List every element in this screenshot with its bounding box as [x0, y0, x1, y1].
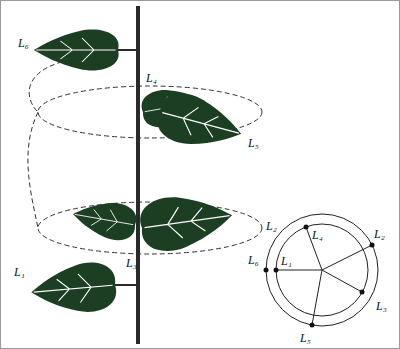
leaf-label: L₁: [14, 266, 25, 278]
leaf-label: L₆: [248, 254, 259, 266]
leaf-label: L₂: [374, 228, 385, 240]
leaf-arrangement-circle: [266, 214, 378, 326]
leaf-label: L₆: [18, 37, 29, 49]
leaf-label: L₂: [266, 220, 277, 232]
leaf-label: L₄: [312, 229, 323, 241]
leaf-label: L₁: [281, 255, 292, 267]
leaf-dot: [264, 225, 375, 328]
leaf-label: L₄: [146, 72, 157, 84]
leaf-label: L₅: [300, 332, 311, 344]
petiole: [115, 50, 138, 285]
spiral-path: [28, 60, 262, 254]
leaf-label: L₃: [126, 257, 137, 269]
leaf-label: L₅: [248, 137, 259, 149]
leaf: [29, 30, 247, 317]
leaf-label: L₃: [376, 300, 387, 312]
stem: [136, 6, 140, 344]
